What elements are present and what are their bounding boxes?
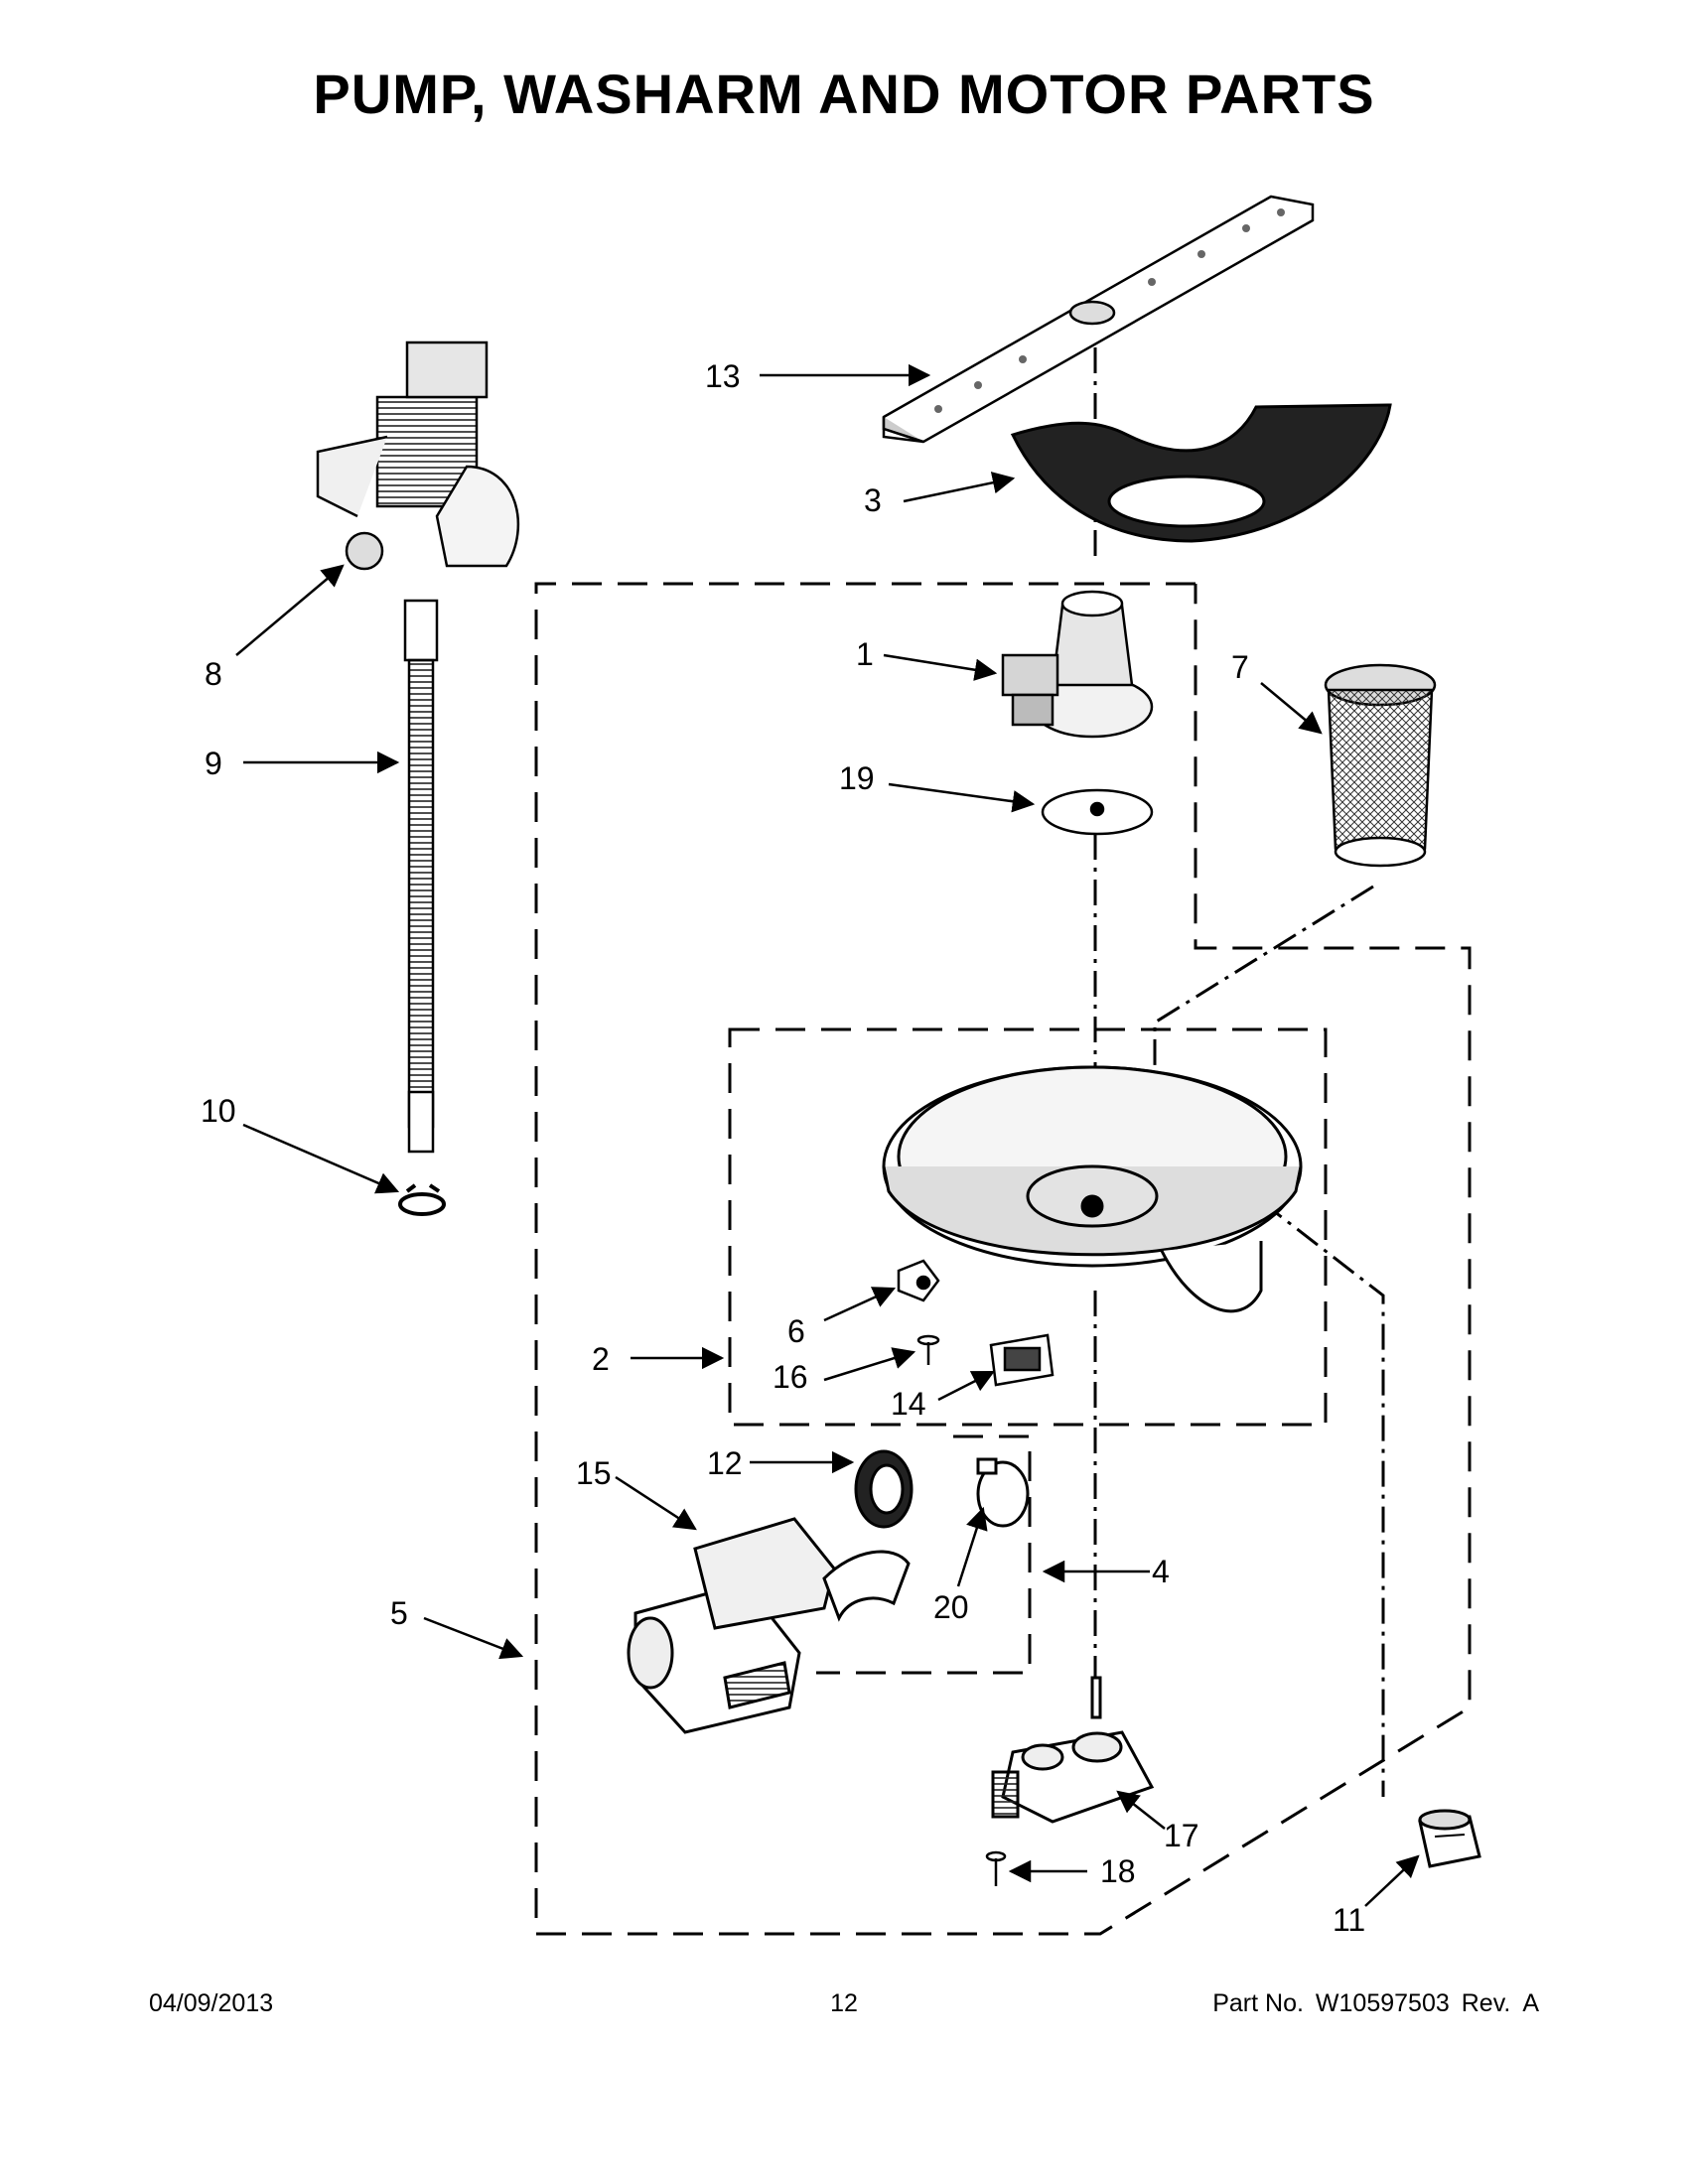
sump-bracket-part — [897, 1259, 940, 1302]
callout-11: 11 — [1333, 1902, 1365, 1938]
sensor-alignment-line — [1260, 1199, 1385, 1797]
spray-arm-part — [882, 195, 1315, 444]
callout-2: 2 — [592, 1341, 610, 1377]
assembly-2-boundary — [728, 1027, 1328, 1427]
callout-19: 19 — [839, 760, 875, 796]
leader-3 — [903, 472, 1016, 503]
part-number-label: Part No. — [1212, 1989, 1304, 2017]
motor-clamp-part — [976, 1457, 1030, 1528]
callout-9: 9 — [205, 746, 222, 781]
callout-4: 4 — [1152, 1554, 1170, 1589]
callout-20: 20 — [933, 1589, 969, 1625]
leader-16 — [823, 1347, 916, 1382]
sump-part — [882, 1065, 1303, 1313]
leader-15 — [615, 1475, 697, 1531]
circulation-motor-part — [627, 1517, 911, 1734]
leader-5 — [423, 1616, 524, 1660]
callout-18: 18 — [1100, 1853, 1136, 1889]
footer-date: 04/09/2013 — [149, 1989, 274, 2017]
part-number-value: W10597503 — [1315, 1989, 1450, 2017]
pump-housing-part — [1001, 590, 1154, 739]
spray-shield-part — [1010, 403, 1392, 543]
callout-5: 5 — [390, 1595, 408, 1631]
footer-page-number: 12 — [830, 1989, 858, 2017]
callout-15: 15 — [576, 1455, 612, 1491]
motor-seal-part — [854, 1449, 914, 1529]
leader-7 — [1260, 682, 1323, 735]
callout-14: 14 — [891, 1386, 926, 1422]
leader-20 — [956, 1506, 988, 1587]
leader-14 — [937, 1370, 996, 1402]
page-title: PUMP, WASHARM AND MOTOR PARTS — [313, 63, 1375, 125]
leader-8 — [235, 564, 345, 656]
callout-1: 1 — [856, 636, 874, 672]
drain-hose-part — [403, 599, 439, 1154]
assembly-4-boundary — [816, 1434, 1032, 1675]
callout-8: 8 — [205, 656, 222, 692]
drain-pump-part — [316, 341, 520, 571]
callout-3: 3 — [864, 482, 882, 518]
callout-6: 6 — [787, 1313, 805, 1349]
callout-13: 13 — [705, 358, 741, 394]
leader-10 — [242, 1123, 400, 1194]
screw-18-part — [985, 1850, 1007, 1886]
screw-16-part — [916, 1334, 940, 1365]
footer-part-number: Part No. W10597503 Rev. A — [1200, 1989, 1539, 2018]
callout-10: 10 — [201, 1093, 236, 1129]
leader-1 — [883, 653, 998, 681]
harness-connector-part — [989, 1333, 1055, 1387]
leader-11 — [1364, 1854, 1420, 1907]
callout-7: 7 — [1231, 649, 1249, 685]
hose-clamp-part — [398, 1183, 446, 1216]
filter-part — [1324, 663, 1437, 868]
leader-19 — [888, 782, 1036, 813]
turbidity-sensor-part — [1418, 1809, 1481, 1868]
assembly-5-boundary — [534, 582, 1472, 1936]
callout-16: 16 — [773, 1359, 808, 1395]
leader-6 — [823, 1287, 897, 1322]
diaphragm-disc-part — [1041, 788, 1154, 836]
revision-value: A — [1522, 1989, 1539, 2017]
callout-17: 17 — [1164, 1818, 1199, 1853]
leader-17 — [1116, 1790, 1166, 1830]
revision-label: Rev. — [1461, 1989, 1511, 2017]
callout-12: 12 — [707, 1445, 743, 1481]
diverter-motor-part — [991, 1676, 1155, 1824]
